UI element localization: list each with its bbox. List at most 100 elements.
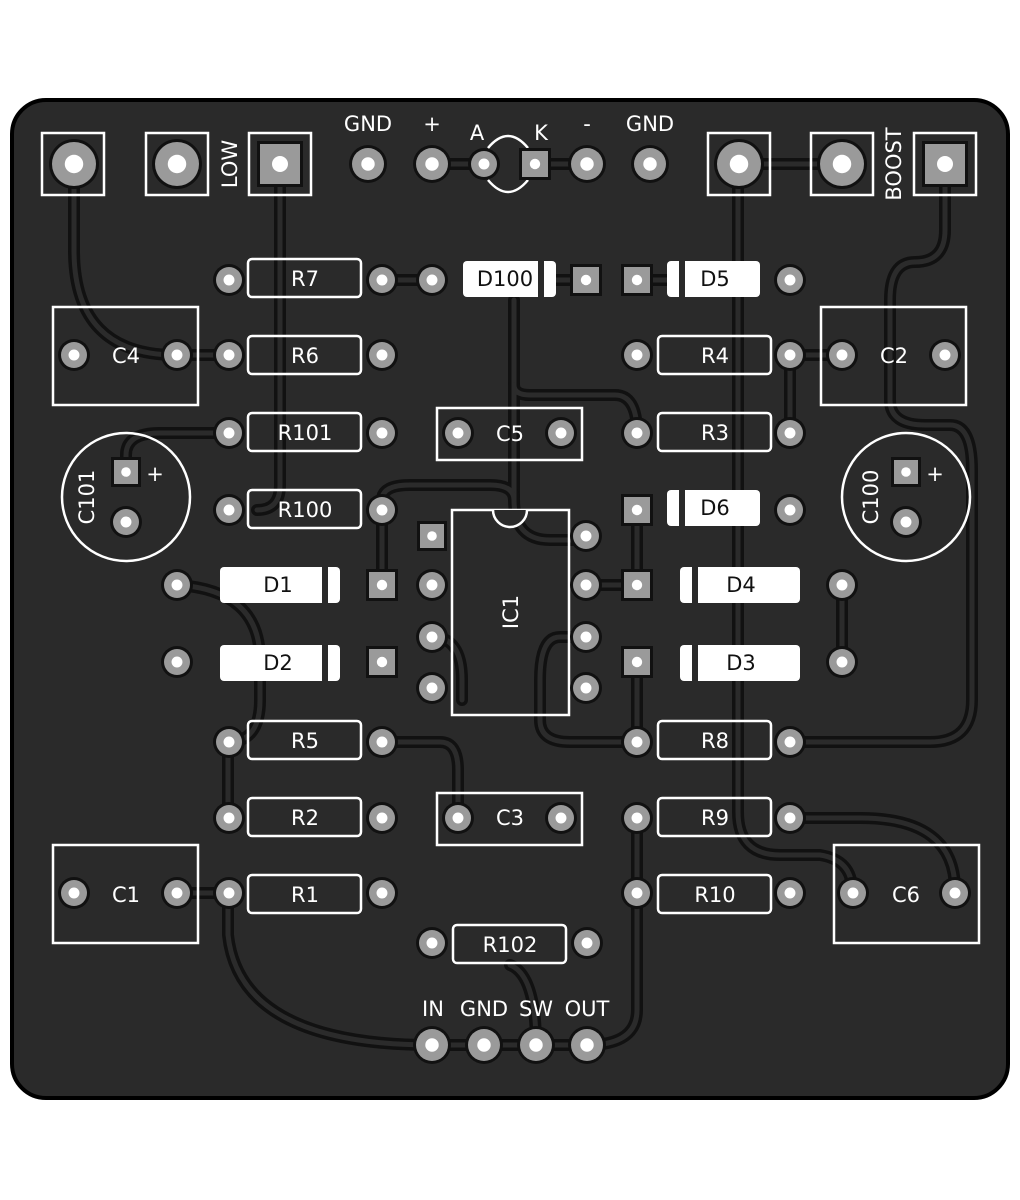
resistor-r-pad-left-0-hole [631,349,643,361]
led-cathode-pad-hole [529,158,541,170]
header-plus-pad-hole [425,157,439,171]
pot-boost-pad-2-hole [832,154,852,174]
io-out-pad [568,1026,606,1064]
c6-outline [832,843,981,945]
c5-outline [435,406,584,462]
pot-boost-pad-3 [922,141,968,187]
resistor-r-pad-left-2 [621,726,653,758]
label-boost: BOOST [882,127,906,200]
ic1-pin-7 [570,569,602,601]
label-led-k: K [534,121,549,145]
d1-body [220,567,340,603]
r5-body [246,719,363,761]
label-d100: D100 [477,267,533,291]
ic1-notch [491,509,529,529]
label-r100: R100 [278,498,333,522]
resistor-pad-left-1 [213,339,245,371]
r2-body [246,796,363,838]
label-r10: R10 [694,883,735,907]
io-gnd-pad [465,1026,503,1064]
d5-band [679,261,685,297]
label-r1: R1 [291,883,319,907]
resistor-r-pad-left-4 [621,877,653,909]
trace [537,634,640,745]
d1-pad-cathode-hole [376,579,388,591]
c101-pad-plus [111,457,141,487]
ic1-pin-8-hole [580,530,592,542]
resistor-pad-right-1 [366,339,398,371]
io-sw-pad [517,1026,555,1064]
c1-outline [51,843,200,945]
c3-outline [435,791,584,847]
ic1-pin-4 [416,672,448,704]
pot-boost-pin2-outline [809,131,875,197]
resistor-r-pad-left-0 [621,339,653,371]
io-sw-pad-hole [529,1038,543,1052]
trace [379,739,461,821]
header-plus-pad [413,145,451,183]
label-minus: - [583,112,591,136]
resistor-pad-left-5-hole [223,812,235,824]
pot-boost-pin1-outline [706,131,772,197]
led-cathode-pad [519,148,551,180]
r4-body [656,334,773,376]
label-c100-plus: + [926,462,944,486]
c101-pad-plus-hole [121,467,131,477]
label-c4: C4 [112,344,140,368]
resistor-r-pad-right-2-hole [784,736,796,748]
c3-pad-1-hole [452,812,464,824]
d4-pad-cathode [621,569,653,601]
c1-pad-1 [58,877,90,909]
d6-pad-cathode [621,494,653,526]
c6-pad-2-hole [949,887,961,899]
d4-pad-anode [826,569,858,601]
resistor-r-pad-right-3 [774,802,806,834]
pot-low-pin2-outline [144,131,210,197]
r100-body [246,488,363,530]
d5-pad-cathode-hole [631,274,643,286]
d3-pad-anode [826,646,858,678]
ic1-pin-6 [570,621,602,653]
label-d1: D1 [263,573,293,597]
d100-pad-cathode-hole [580,274,592,286]
d3-body [680,645,800,681]
r8-body [656,719,773,761]
pot-boost-pad-1-hole [729,154,749,174]
resistor-pad-left-6-hole [223,887,235,899]
pot-low-pad-2-hole [167,154,187,174]
c4-pad-2-hole [171,349,183,361]
resistor-pad-right-3-hole [376,504,388,516]
d3-pad-cathode [621,646,653,678]
label-gnd-bottom: GND [460,997,508,1021]
label-c6: C6 [892,883,920,907]
io-gnd-pad-hole [477,1038,491,1052]
c2-pad-2-hole [939,349,951,361]
c100-pad-plus [891,457,921,487]
resistor-r-pad-right-3-hole [784,812,796,824]
resistor-pad-left-0-hole [223,274,235,286]
d4-pad-anode-hole [836,579,848,591]
c100-outline [840,431,972,563]
r6-body [246,334,363,376]
label-r6: R6 [291,344,319,368]
d3-band [692,645,698,681]
pads [49,139,971,1064]
label-gnd-left: GND [344,112,392,136]
label-c101-plus: + [146,462,164,486]
d6-pad-anode [774,494,806,526]
resistor-r-pad-right-0 [774,339,806,371]
c6-pad-1-hole [847,887,859,899]
resistor-r-pad-left-4-hole [631,887,643,899]
label-r8: R8 [701,729,729,753]
r1-body [246,873,363,915]
ic1-pin-2-hole [426,579,438,591]
header-gnd-right-pad [631,145,669,183]
c5-pad-2-hole [555,427,567,439]
c4-outline [51,305,200,407]
resistor-pad-left-3 [213,494,245,526]
led-outline-bottom [487,179,529,194]
led-outline-top [487,134,529,149]
resistor-pad-left-5 [213,802,245,834]
resistor-pad-right-0 [366,264,398,296]
